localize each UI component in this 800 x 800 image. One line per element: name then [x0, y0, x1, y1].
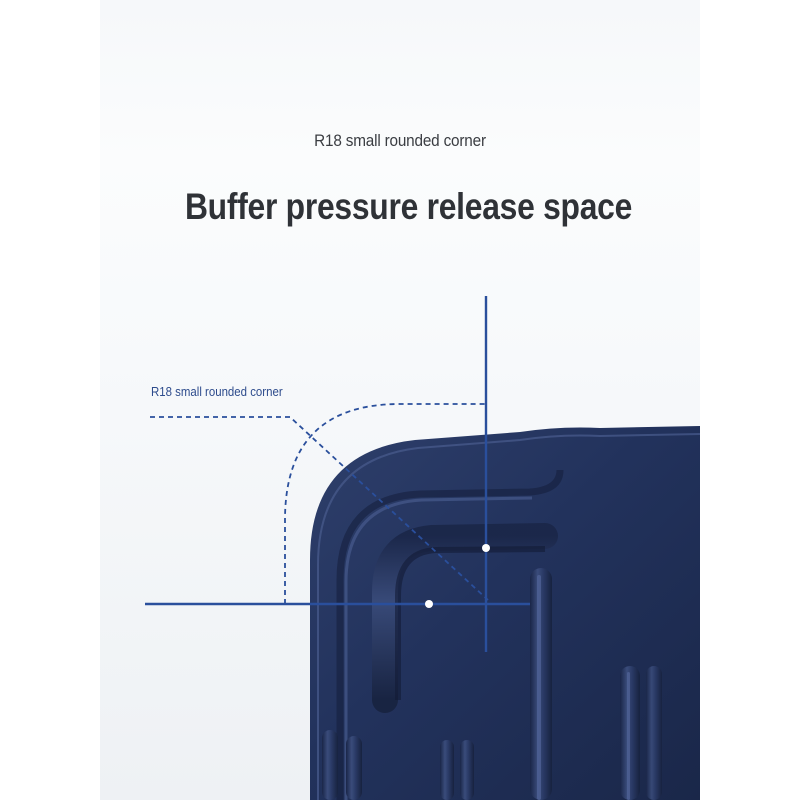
vertical-rib: [646, 666, 662, 800]
corner-rib-inner: [372, 523, 558, 713]
luggage-shell: [310, 426, 700, 800]
callout-label: R18 small rounded corner: [151, 384, 283, 399]
callout-leader-line: [150, 416, 489, 601]
vertical-rib: [537, 575, 541, 800]
vertical-rib: [627, 672, 630, 800]
shell-edge-highlight: [317, 433, 701, 800]
subtitle: R18 small rounded corner: [314, 131, 486, 150]
marker-dot: [425, 600, 433, 608]
vertical-rib: [440, 740, 454, 800]
vertical-rib: [460, 740, 474, 800]
vertical-rib: [322, 730, 338, 800]
corner-rib-outer-highlight: [344, 496, 533, 800]
headline: Buffer pressure release space: [184, 186, 633, 227]
vertical-rib: [346, 736, 362, 800]
corner-rib-outer: [336, 469, 564, 800]
radius-arc: [284, 403, 486, 604]
marker-dot: [482, 544, 490, 552]
